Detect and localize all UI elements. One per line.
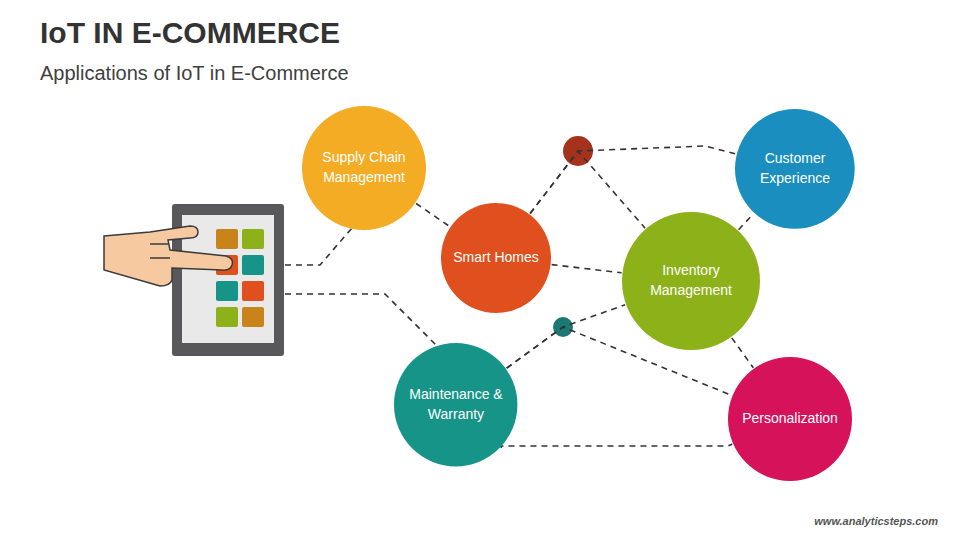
dashed-connector	[500, 444, 732, 448]
app-tile	[242, 281, 264, 301]
node-label: Personalization	[742, 409, 838, 429]
circle-outline	[302, 106, 426, 230]
app-tile	[216, 307, 238, 327]
circle-node: Customer Experience	[735, 109, 855, 229]
dashed-connector	[732, 338, 754, 368]
text-group: Inventory Management	[636, 261, 746, 300]
text-group: Maintenance & Warranty	[406, 385, 506, 424]
node-label: Inventory Management	[636, 261, 746, 300]
watermark: www.analyticsteps.com	[814, 515, 938, 527]
circle-node: Smart Homes	[441, 203, 551, 313]
app-tile	[242, 229, 264, 249]
circle-fill	[302, 106, 426, 230]
circle-fill	[728, 357, 852, 481]
slide-subtitle: Applications of IoT in E-Commerce	[40, 62, 349, 85]
node-label: Smart Homes	[453, 248, 539, 268]
circle-node: Supply Chain Management	[302, 106, 426, 230]
circle-node: Maintenance & Warranty	[394, 343, 517, 466]
app-tile	[216, 281, 238, 301]
finger-line	[150, 243, 168, 245]
circle-node: Inventory Management	[622, 212, 760, 350]
hand	[104, 226, 232, 286]
app-tiles	[216, 229, 264, 327]
text-group: Customer Experience	[747, 149, 843, 188]
app-tile	[242, 307, 264, 327]
node-label: Maintenance & Warranty	[406, 385, 506, 424]
dashed-connector	[739, 214, 754, 230]
hand-shape	[104, 226, 232, 286]
circle-fill	[622, 212, 760, 350]
tablet-leads	[285, 228, 437, 346]
circle-fill	[394, 343, 517, 466]
text-group: Smart Homes	[453, 248, 539, 268]
circle-outline	[622, 212, 760, 350]
text-group: Supply Chain Management	[314, 148, 414, 187]
node-label: Customer Experience	[747, 149, 843, 188]
dashed-connector	[416, 204, 450, 227]
tablet-lead	[285, 294, 437, 346]
dashed-connector	[552, 265, 622, 273]
dashed-connector	[530, 151, 645, 228]
circle-outline	[394, 343, 517, 466]
finger-line	[150, 257, 170, 259]
node-label: Supply Chain Management	[314, 148, 414, 187]
app-tile	[242, 255, 264, 275]
tablet-lead	[285, 228, 352, 265]
text-group: Personalization	[742, 409, 838, 429]
dashed-connector	[530, 146, 736, 214]
circle-outline	[735, 109, 855, 229]
app-tile	[216, 229, 238, 249]
circle-node: Personalization	[728, 357, 852, 481]
circle-fill	[441, 203, 551, 313]
slide-title: IoT IN E-COMMERCE	[40, 16, 340, 50]
dashed-connector	[507, 305, 625, 368]
circle-fill	[735, 109, 855, 229]
